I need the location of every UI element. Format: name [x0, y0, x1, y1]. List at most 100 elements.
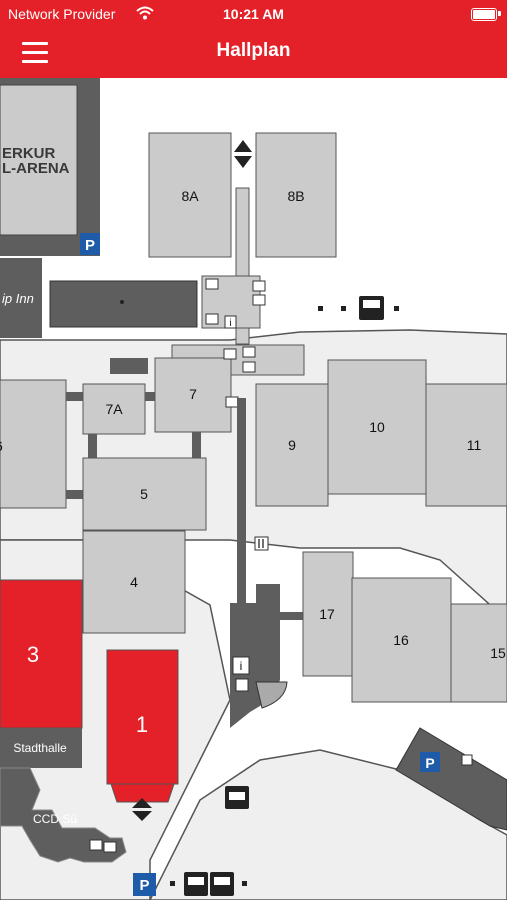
restroom-icon	[205, 278, 219, 290]
info-symbol: i	[229, 318, 231, 329]
arena-hall[interactable]	[0, 84, 78, 236]
hall-11-label: 11	[467, 437, 482, 453]
bus-marker-icon	[394, 306, 399, 311]
hall-10-label: 10	[369, 419, 385, 435]
info-icon[interactable]	[232, 656, 250, 675]
restroom-icon	[461, 754, 473, 766]
info-symbol: i	[240, 659, 243, 673]
hall-3[interactable]	[0, 579, 83, 729]
stadthalle-label: Stadthalle	[13, 741, 67, 755]
corridor-7-5b	[192, 432, 201, 458]
hall-7[interactable]	[154, 357, 232, 433]
restroom-icon	[242, 361, 256, 373]
connector-6-5	[66, 490, 84, 499]
corridor-north	[235, 187, 250, 279]
hall-8b[interactable]	[255, 132, 337, 258]
hall-17[interactable]	[302, 551, 354, 677]
status-bar: Network Provider 10:21 AM	[0, 0, 507, 28]
hall-map[interactable]: ERKUR L-ARENA P ip Inn 8A 8B i 6 7A 7 5 …	[0, 78, 507, 901]
hall-1[interactable]	[106, 649, 179, 785]
hall-7a-label: 7A	[105, 401, 123, 417]
parking-icon[interactable]	[80, 233, 100, 255]
hall-8b-label: 8B	[287, 188, 304, 204]
parking-icon[interactable]	[133, 873, 156, 896]
ccd-sued-label: CCD Sü	[33, 812, 77, 826]
city-bus-window-icon	[229, 792, 245, 800]
stadthalle-building[interactable]	[0, 728, 82, 768]
bus-marker-icon	[170, 881, 175, 886]
corridor-7-5	[88, 434, 97, 458]
hall-9[interactable]	[255, 383, 329, 507]
page-title: Hallplan	[216, 40, 291, 61]
hall-4[interactable]	[82, 530, 186, 634]
restroom-icon	[235, 678, 249, 692]
clock: 10:21 AM	[223, 6, 284, 22]
restroom-icon	[89, 839, 103, 851]
restroom-icon	[242, 346, 256, 358]
hall-6-label: 6	[0, 438, 3, 454]
hotel-building[interactable]	[0, 258, 42, 338]
info-pavilion[interactable]	[230, 584, 280, 728]
wifi-icon	[136, 6, 154, 20]
hall-10[interactable]	[327, 359, 427, 495]
bus-window-icon	[363, 300, 380, 308]
carrier-label: Network Provider	[8, 6, 116, 22]
pavilion-wedge	[255, 681, 288, 709]
hall-9-label: 9	[288, 437, 296, 453]
restroom-icon	[225, 396, 239, 408]
dark-building-north[interactable]	[49, 280, 198, 328]
hall-4-label: 4	[130, 574, 138, 590]
hall-3-label: 3	[27, 642, 39, 667]
entrance-arrow-icon[interactable]	[234, 140, 252, 168]
restaurant-icon[interactable]	[254, 536, 269, 551]
hotel-label: ip Inn	[2, 291, 34, 306]
restroom-icon	[205, 313, 219, 325]
restroom-icon	[252, 280, 266, 292]
battery-tip	[498, 11, 501, 16]
hall-15-label: 15	[490, 645, 506, 661]
restaurant-fork-icon	[258, 539, 264, 548]
hamburger-menu-icon[interactable]	[22, 42, 48, 64]
bus-marker-icon	[242, 881, 247, 886]
arena-label-top: ERKUR	[2, 145, 56, 162]
restroom-icon	[252, 294, 266, 306]
hall-map-svg[interactable]: ERKUR L-ARENA P ip Inn 8A 8B i 6 7A 7 5 …	[0, 78, 507, 901]
parking-icon[interactable]	[420, 752, 440, 772]
connector-6-7a	[66, 392, 84, 401]
hall-15[interactable]	[450, 603, 507, 703]
info-icon[interactable]	[224, 315, 237, 329]
hall-17-label: 17	[319, 606, 335, 622]
connector-17	[280, 612, 304, 620]
connector-7a-7	[145, 392, 156, 401]
central-corridor	[237, 398, 246, 603]
parking-symbol: P	[85, 237, 95, 254]
bus-marker-icon	[318, 306, 323, 311]
hall-7-label: 7	[189, 386, 197, 402]
parking-symbol: P	[139, 877, 149, 894]
bus-marker-icon	[341, 306, 346, 311]
nav-bar: Hallplan	[0, 28, 507, 78]
corridor-mid	[235, 327, 250, 345]
hall-5-label: 5	[140, 486, 148, 502]
restroom-icon	[223, 348, 237, 360]
bus-window-icon	[188, 877, 204, 885]
hall-8a[interactable]	[148, 132, 232, 258]
hall-16[interactable]	[351, 577, 452, 703]
hall-1-front	[110, 783, 175, 803]
hall-7a[interactable]	[82, 383, 146, 435]
parking-symbol: P	[425, 755, 434, 771]
hall-1-label: 1	[136, 712, 148, 737]
hall-16-label: 16	[393, 632, 409, 648]
bus-window-icon	[214, 877, 230, 885]
entrance-arrow-icon[interactable]	[132, 798, 152, 821]
hall-6[interactable]	[0, 379, 67, 509]
marker-dot	[120, 300, 124, 304]
restroom-icon	[103, 841, 117, 853]
hall-5[interactable]	[82, 457, 207, 531]
battery-icon	[471, 8, 497, 21]
hall-11[interactable]	[425, 383, 507, 507]
dark-block	[110, 358, 148, 374]
ccd-sued-building[interactable]	[0, 767, 127, 863]
arena-label-bottom: L-ARENA	[2, 160, 70, 177]
hall-8a-label: 8A	[181, 188, 199, 204]
